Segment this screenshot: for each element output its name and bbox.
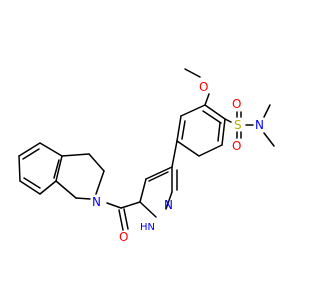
- pyrazole-to-carbonyl-bond: [120, 201, 141, 209]
- methoxy-oxygen-to-ring-bond: [204, 93, 210, 106]
- benzene-ring: [176, 104, 226, 157]
- aromatic-ring: [18, 142, 63, 195]
- methoxy-oxygen-label: O: [199, 80, 208, 94]
- sulfonamide-nitrogen-label: N: [255, 118, 264, 132]
- carbonyl-double-bond-b: [123, 208, 129, 230]
- ring-to-sulfur-bond: [224, 118, 232, 123]
- pyrazole-nitrogen-label: N: [164, 198, 173, 212]
- pyrazole-nh-label: HN: [140, 222, 155, 233]
- molecule-structure: O O S O N N O N HN: [18, 68, 275, 244]
- benzene-to-pyrazole-bond: [171, 140, 178, 168]
- sulfur-label: S: [234, 118, 242, 132]
- sulfonyl-oxygen-bottom-label: O: [232, 139, 241, 153]
- carbonyl-oxygen-label: O: [119, 230, 128, 244]
- nitrogen-to-methyl-down-bond: [263, 132, 275, 147]
- saturated-ring: [55, 153, 105, 200]
- sulfonyl-oxygen-left-label: O: [232, 97, 241, 111]
- structure-canvas: O O S O N N O N HN: [18, 68, 275, 244]
- methyl-to-methoxy-oxygen-bond: [184, 68, 201, 78]
- pyrazole-ring: [139, 166, 178, 218]
- isoquinoline-nitrogen-label: N: [92, 195, 101, 209]
- carbonyl-double-bond-a: [118, 209, 124, 231]
- nitrogen-to-methyl-up-bond: [263, 104, 271, 118]
- carbonyl-to-nitrogen-bond: [106, 202, 122, 209]
